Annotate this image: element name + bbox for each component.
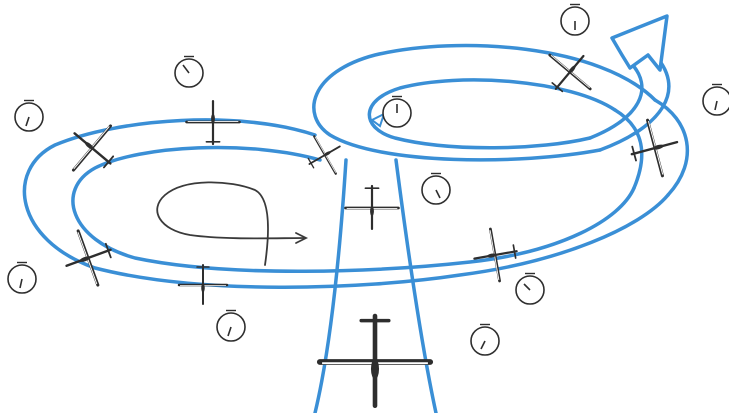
stopwatch-icon xyxy=(422,174,450,205)
turn-direction-arrow-icon xyxy=(157,182,306,265)
stopwatch-icon xyxy=(8,263,36,294)
glider-icon xyxy=(179,265,227,304)
lower-loop-outer xyxy=(24,120,668,287)
stopwatch-icon xyxy=(516,274,544,305)
stopwatch-icon xyxy=(15,101,43,132)
glider-icon xyxy=(187,101,240,144)
glider-icon xyxy=(346,186,399,229)
stopwatch-icon xyxy=(703,85,729,116)
spiral-flight-path xyxy=(24,45,687,287)
path-arrowhead-icon xyxy=(612,16,667,70)
stopwatch-icon xyxy=(561,5,589,36)
stopwatch-icon xyxy=(471,325,499,356)
glider-icon xyxy=(56,111,129,185)
glider-icon xyxy=(320,316,430,406)
glider-icon xyxy=(536,39,604,106)
stopwatch-icon xyxy=(383,97,411,128)
stopwatch-icon xyxy=(175,57,203,88)
stopwatch-icon xyxy=(217,311,245,342)
